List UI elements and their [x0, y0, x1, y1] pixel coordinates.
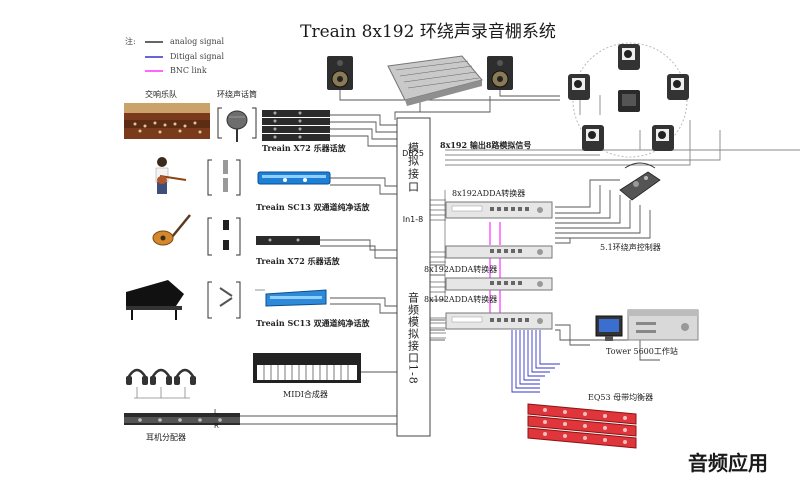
adda1-label: 8x192ADDA转换器: [452, 188, 525, 198]
surround-microphone: [217, 107, 257, 142]
analog-wiring: [240, 90, 800, 425]
guitarist: [155, 157, 187, 194]
sc13-preamp-bottom: [265, 289, 327, 307]
legend-bnc: BNC link: [170, 66, 207, 75]
adda-bundle: [430, 199, 446, 339]
adda2-label: 8x192ADDA转换器: [424, 264, 497, 274]
headphone-distributor: [124, 413, 240, 425]
sc13-top-label: Treain SC13 双通道纯净话放: [256, 202, 371, 212]
speaker-right: [667, 74, 689, 100]
interface-box: [396, 117, 431, 437]
adda-converter-3: [445, 277, 553, 291]
tower-workstation: [595, 309, 699, 341]
analog-in-label: 模拟接口: [407, 142, 420, 194]
grand-piano: [126, 280, 184, 320]
output-8ch-label: 8x192 输出8路模拟信号: [440, 140, 531, 150]
in-range-label: In1-8: [403, 215, 424, 224]
tower-label: Tower 5600工作站: [606, 346, 678, 356]
adda3-label: 8x192ADDA转换器: [424, 294, 497, 304]
central-interface: DB25 模拟接口 In1-8 音频模拟接口1-8: [396, 117, 431, 437]
subwoofer: [618, 90, 640, 112]
mic-pair-guitar: [207, 159, 241, 196]
speaker-top: [618, 44, 640, 70]
db25-label: DB25: [402, 149, 424, 158]
legend-digital: Ditigal signal: [170, 52, 224, 61]
adda-converter-2: [445, 245, 553, 259]
x72-mid-label: Treain X72 乐器话放: [256, 256, 341, 266]
bnc-links: [489, 222, 501, 313]
speaker-rear-right: [652, 125, 674, 151]
speaker-rear-left: [582, 125, 604, 151]
audio-analog-label: 音频模拟接口1-8: [407, 291, 420, 385]
right-channel-label: R: [214, 422, 219, 430]
sc13-bottom-label: Treain SC13 双通道纯净话放: [256, 318, 371, 328]
surround-controller-label: 5.1环绕声控制器: [600, 242, 661, 252]
mic-pair-piano: [207, 281, 241, 319]
diagram-title: Treain 8x192 环绕声录音棚系统: [300, 22, 556, 42]
speaker-left: [568, 74, 590, 100]
sc13-preamp-top: [257, 171, 331, 185]
corner-title: 音频应用: [688, 451, 768, 475]
legend-prefix: 注:: [125, 36, 136, 46]
adda-converter-1: [445, 201, 553, 219]
x72-preamp-top: [262, 110, 330, 141]
studio-monitor-left: [327, 56, 353, 90]
surround-controller: [619, 162, 661, 201]
surround-mic-label: 环绕声话筒: [217, 89, 257, 99]
legend-analog: analog signal: [170, 37, 224, 46]
eq53-mastering-eq: [527, 403, 637, 449]
studio-monitor-right: [487, 56, 513, 90]
eq53-label: EQ53 母带均衡器: [588, 392, 653, 402]
midi-label: MIDI合成器: [283, 389, 328, 399]
midi-keyboard: [253, 353, 361, 383]
orchestra-label: 交响乐队: [145, 89, 177, 99]
headphones: [126, 368, 196, 399]
mixing-console: [387, 55, 483, 106]
headphone-dist-label: 耳机分配器: [146, 432, 186, 442]
left-channel-label: L: [214, 408, 218, 416]
acoustic-guitar: [152, 214, 191, 246]
x72-top-label: Treain X72 乐器话放: [262, 143, 347, 153]
mic-pair-acoustic: [207, 217, 241, 256]
surround-speakers: [568, 42, 689, 158]
orchestra-photo: [124, 103, 210, 139]
legend: 注: analog signal Ditigal signal BNC link: [125, 36, 224, 75]
x72-preamp-mid: [256, 236, 320, 245]
digital-wiring: [511, 330, 560, 393]
adda-converter-4: [445, 312, 553, 330]
